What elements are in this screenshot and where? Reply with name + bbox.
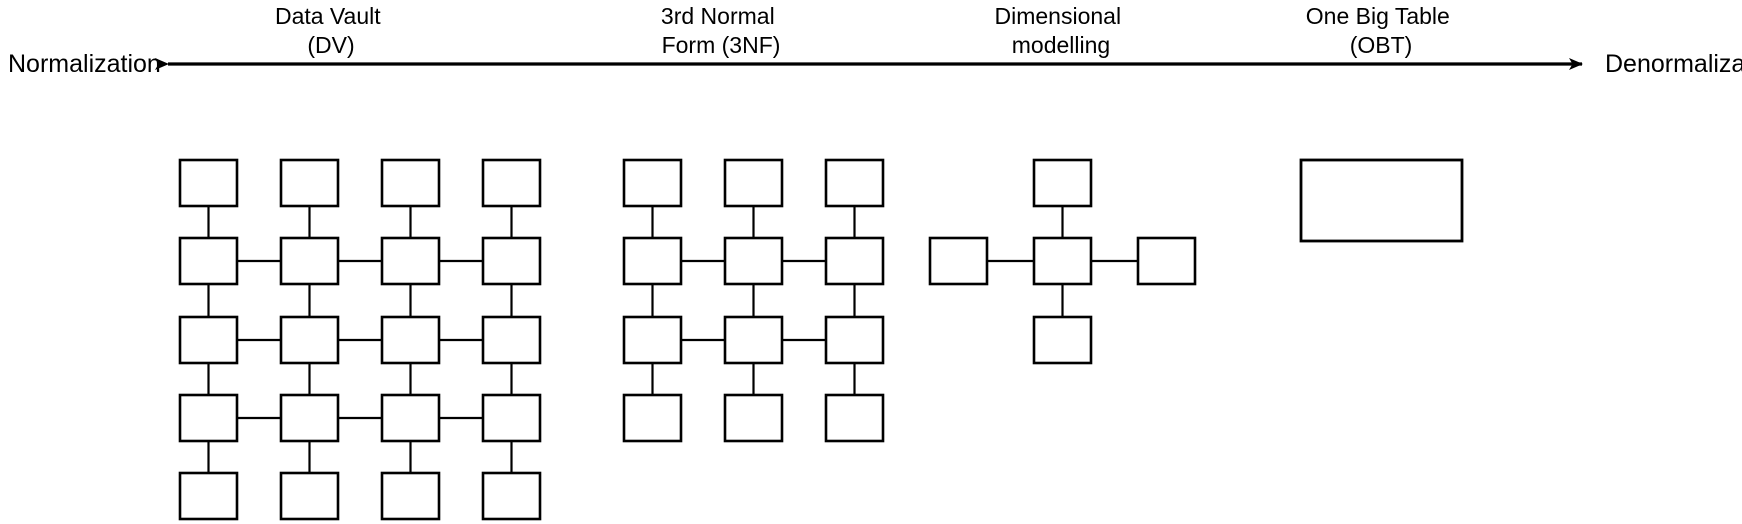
- axis-label-normalization: Normalization: [8, 50, 161, 78]
- entity-box[interactable]: [622, 158, 683, 208]
- column-title-line: Form (3NF): [662, 32, 781, 58]
- entity-box-left[interactable]: [928, 236, 989, 286]
- column-title-third-normal-form: 3rd Normal Form (3NF): [661, 3, 781, 58]
- entity-box[interactable]: [481, 158, 542, 208]
- entity-box[interactable]: [178, 315, 239, 365]
- column-title-line: 3rd Normal: [661, 3, 775, 29]
- column-title-line: (OBT): [1350, 32, 1413, 58]
- entity-box[interactable]: [622, 236, 683, 286]
- entity-box[interactable]: [178, 471, 239, 521]
- entity-box[interactable]: [380, 236, 441, 286]
- entity-box[interactable]: [178, 393, 239, 443]
- column-title-line: One Big Table: [1306, 3, 1450, 29]
- entity-box[interactable]: [279, 471, 340, 521]
- entity-box[interactable]: [481, 393, 542, 443]
- entity-box[interactable]: [723, 315, 784, 365]
- entity-box[interactable]: [723, 158, 784, 208]
- column-title-one-big-table: One Big Table (OBT): [1306, 3, 1456, 58]
- axis-label-denormalization: Denormalization: [1605, 50, 1742, 78]
- models-layer: [178, 158, 1464, 521]
- column-title-line: (DV): [307, 32, 354, 58]
- entity-box[interactable]: [178, 158, 239, 208]
- column-title-line: modelling: [1012, 32, 1110, 58]
- entity-box[interactable]: [481, 471, 542, 521]
- entity-box-right[interactable]: [1136, 236, 1197, 286]
- entity-box[interactable]: [279, 393, 340, 443]
- entity-box[interactable]: [279, 236, 340, 286]
- entity-box[interactable]: [380, 315, 441, 365]
- model-group-dimensional-modelling: [928, 158, 1197, 365]
- entity-box[interactable]: [824, 158, 885, 208]
- column-title-line: Dimensional: [995, 3, 1122, 29]
- entity-box-top[interactable]: [1032, 158, 1093, 208]
- column-title-line: Data Vault: [275, 3, 381, 29]
- entity-box[interactable]: [622, 315, 683, 365]
- entity-box[interactable]: [481, 315, 542, 365]
- model-group-third-normal-form: [622, 158, 885, 443]
- entity-box[interactable]: [824, 236, 885, 286]
- entity-box[interactable]: [380, 393, 441, 443]
- column-title-data-vault: Data Vault (DV): [275, 3, 387, 58]
- entity-box[interactable]: [824, 315, 885, 365]
- entity-box-one-big-table[interactable]: [1299, 158, 1464, 243]
- entity-box[interactable]: [723, 393, 784, 443]
- entity-box[interactable]: [178, 236, 239, 286]
- entity-box[interactable]: [824, 393, 885, 443]
- model-group-data-vault: [178, 158, 542, 521]
- model-group-one-big-table: [1299, 158, 1464, 243]
- entity-box[interactable]: [481, 236, 542, 286]
- column-titles: Data Vault (DV) 3rd Normal Form (3NF) Di…: [275, 3, 1456, 58]
- entity-box[interactable]: [380, 158, 441, 208]
- entity-box[interactable]: [622, 393, 683, 443]
- entity-box[interactable]: [279, 158, 340, 208]
- entity-box-bottom[interactable]: [1032, 315, 1093, 365]
- spectrum-axis: Normalization Denormalization: [8, 50, 1742, 78]
- entity-box[interactable]: [380, 471, 441, 521]
- entity-box[interactable]: [723, 236, 784, 286]
- entity-box[interactable]: [279, 315, 340, 365]
- column-title-dimensional-modelling: Dimensional modelling: [995, 3, 1128, 58]
- entity-box-fact[interactable]: [1032, 236, 1093, 286]
